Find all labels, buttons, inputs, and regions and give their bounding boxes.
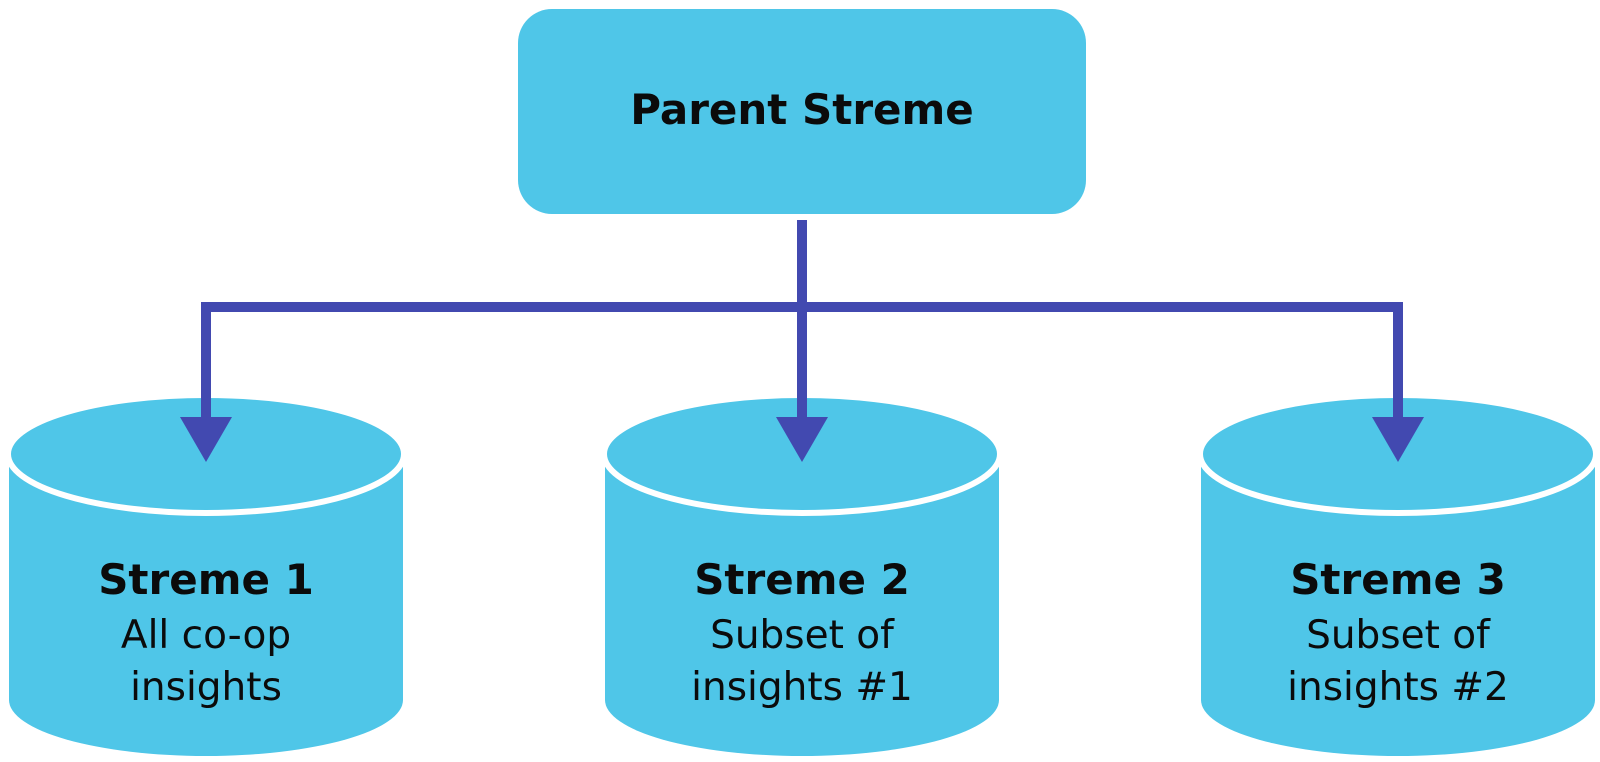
parent-node: Parent Streme	[518, 9, 1086, 214]
cylinder-body-1	[9, 454, 403, 756]
child-desc-line2-3: insights #2	[1287, 665, 1509, 710]
child-desc-line1-2: Subset of	[710, 613, 895, 658]
child-title-3: Streme 3	[1290, 555, 1506, 604]
parent-box	[518, 9, 1086, 214]
connector-bus	[201, 302, 1403, 418]
child-desc-line2-2: insights #1	[691, 665, 913, 710]
child-node-2: Streme 2 Subset of insights #1	[601, 392, 1003, 756]
parent-title: Parent Streme	[630, 85, 974, 134]
cylinder-body-3	[1201, 454, 1595, 756]
connectors	[180, 220, 1424, 462]
arrowhead-2	[776, 417, 828, 462]
arrowhead-3	[1372, 417, 1424, 462]
child-title-1: Streme 1	[98, 555, 314, 604]
child-node-1: Streme 1 All co-op insights	[5, 392, 407, 756]
child-desc-line1-3: Subset of	[1306, 613, 1491, 658]
child-desc-line1-1: All co-op	[121, 613, 291, 658]
arrowhead-1	[180, 417, 232, 462]
child-desc-line2-1: insights	[130, 665, 282, 710]
cylinder-body-2	[605, 454, 999, 756]
child-title-2: Streme 2	[694, 555, 910, 604]
child-node-3: Streme 3 Subset of insights #2	[1197, 392, 1599, 756]
